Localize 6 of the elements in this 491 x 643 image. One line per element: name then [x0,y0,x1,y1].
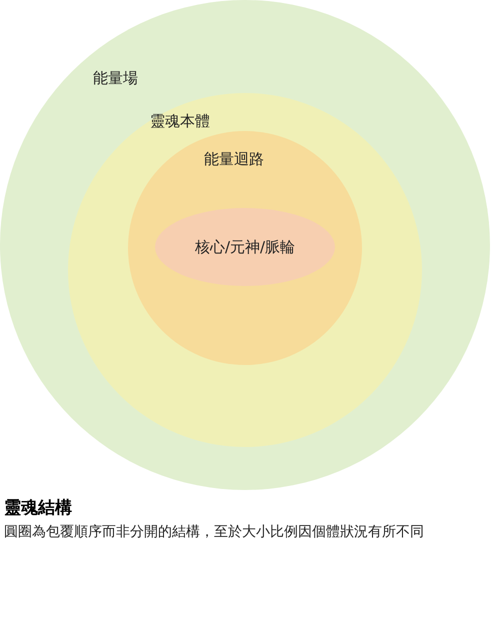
title: 靈魂結構 [4,497,72,520]
node-label: 能量迴路 [204,149,264,170]
node-label: 核心/元神/脈輪 [194,236,296,258]
node-label: 靈魂本體 [150,111,210,132]
caption: 圓圈為包覆順序而非分開的結構，至於大小比例因個體狀況有所不同 [4,523,425,542]
node-label: 能量場 [93,68,138,89]
